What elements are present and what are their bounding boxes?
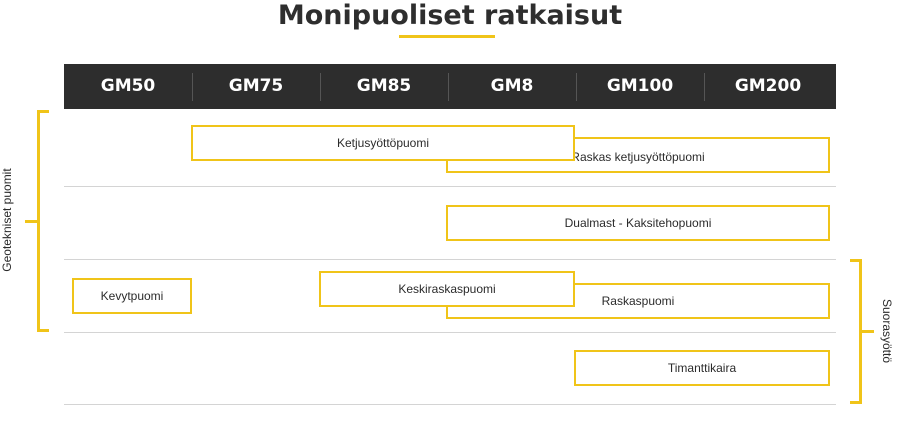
column-separator <box>576 73 577 101</box>
column-header-gm85: GM85 <box>356 76 412 96</box>
title-underline <box>399 35 495 38</box>
column-header-gm200: GM200 <box>734 76 802 96</box>
column-separator <box>448 73 449 101</box>
column-separator <box>704 73 705 101</box>
row-divider <box>64 332 836 333</box>
group-label-suorasyotto: Suorasyöttö <box>880 298 894 364</box>
bracket-tick <box>862 330 874 333</box>
column-header-gm50: GM50 <box>100 76 156 96</box>
row-divider <box>64 186 836 187</box>
solution-bar-kevytpuomi: Kevytpuomi <box>72 278 192 314</box>
page-title: Monipuoliset ratkaisut <box>277 0 623 31</box>
column-header-gm8: GM8 <box>490 76 534 96</box>
model-header-bar: GM50 GM75 GM85 GM8 GM100 GM200 <box>64 64 836 109</box>
row-divider <box>64 259 836 260</box>
solution-bar-timanttikaira: Timanttikaira <box>574 350 830 386</box>
group-bracket-geotekniset <box>37 110 49 332</box>
column-separator <box>320 73 321 101</box>
solution-bar-ketjusyottopuomi: Ketjusyöttöpuomi <box>191 125 575 161</box>
column-header-gm75: GM75 <box>228 76 284 96</box>
group-label-geotekniset: Geotekniset puomit <box>0 168 14 272</box>
solution-bar-dualmast: Dualmast - Kaksitehopuomi <box>446 205 830 241</box>
column-header-gm100: GM100 <box>606 76 674 96</box>
column-separator <box>192 73 193 101</box>
solution-bar-keskiraskaspuomi: Keskiraskaspuomi <box>319 271 575 307</box>
row-divider <box>64 404 836 405</box>
group-bracket-suorasyotto <box>850 259 862 404</box>
bracket-tick <box>25 220 37 223</box>
solution-bar-raskaspuomi: Raskaspuomi <box>446 283 830 319</box>
